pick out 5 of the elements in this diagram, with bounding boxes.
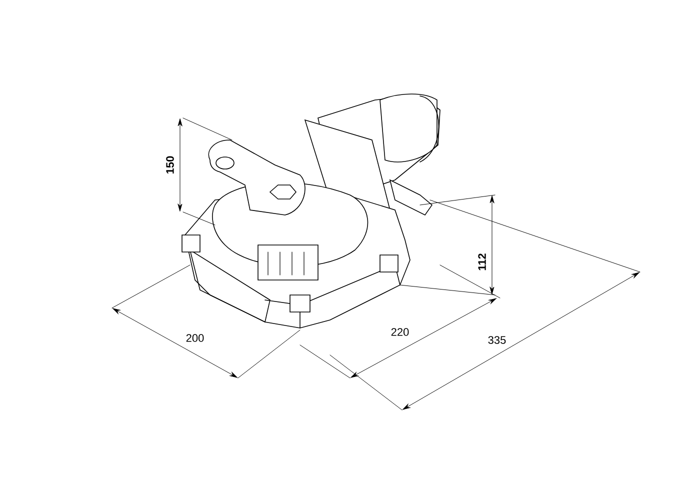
dimension-label: 220 (391, 328, 409, 336)
dimension-label: 335 (488, 336, 506, 344)
dimension-label: 200 (186, 334, 204, 342)
dimension-label: 150 (166, 156, 174, 174)
dimension-label: 112 (478, 254, 486, 270)
